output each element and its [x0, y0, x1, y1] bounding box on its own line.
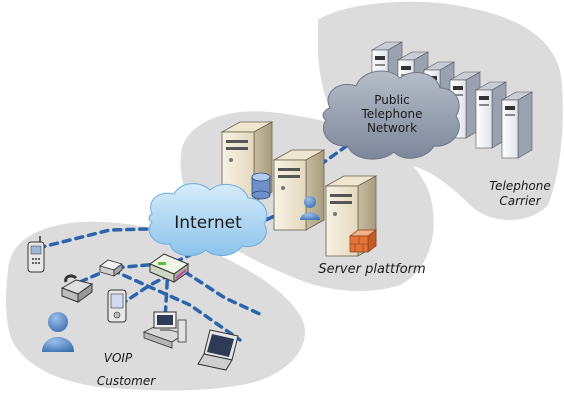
public-network-label-line3: Network	[367, 121, 417, 135]
voip-adapter-icon	[99, 259, 123, 277]
server-platform-label: Server plattform	[318, 262, 425, 277]
public-network-label-line2: Telephone	[361, 107, 423, 121]
user-icon	[42, 312, 74, 352]
desk-phone-icon	[60, 274, 94, 303]
user-icon	[300, 196, 320, 220]
pda-icon	[107, 289, 127, 323]
customer-label-line1: VOIP	[104, 351, 133, 365]
desktop-computer-icon	[142, 311, 187, 349]
carrier-label-line1: Telephone	[489, 179, 551, 193]
database-icon	[251, 172, 271, 200]
mobile-phone-icon	[27, 236, 45, 273]
internet-label: Internet	[174, 213, 242, 233]
customer-label-line2: Customer	[97, 374, 156, 388]
carrier-label-line2: Carrier	[499, 194, 541, 208]
firewall-icon	[348, 229, 378, 253]
router-icon	[148, 253, 190, 283]
laptop-icon	[197, 329, 239, 371]
link-servers-to-telnet	[318, 138, 357, 167]
link-phone-to-router	[78, 262, 162, 284]
internet-cloud: Internet	[148, 183, 268, 257]
link-adapter-to-laptop	[110, 268, 242, 342]
public-telephone-network-cloud: Public Telephone Network	[322, 70, 460, 160]
public-network-label-line1: Public	[374, 93, 410, 107]
link-router-to-right	[183, 270, 264, 317]
